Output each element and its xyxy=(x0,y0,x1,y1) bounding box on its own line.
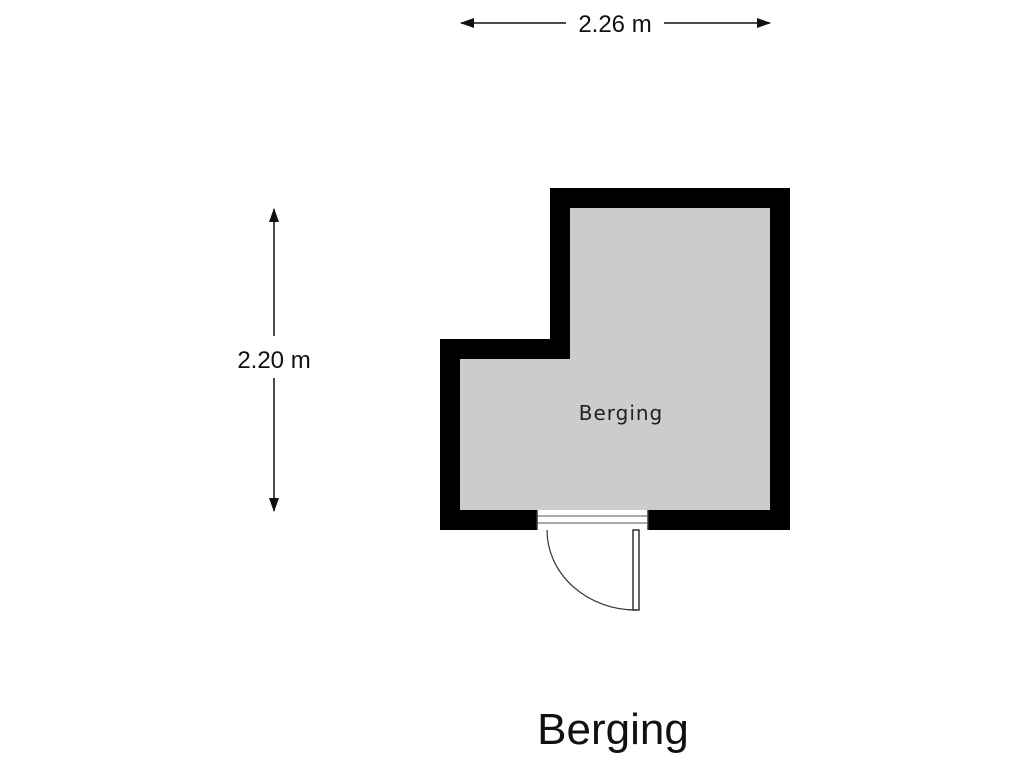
room-label: Berging xyxy=(579,401,664,425)
room-floor xyxy=(460,208,770,510)
width-dimension-label: 2.26 m xyxy=(578,11,651,38)
door-swing-arc xyxy=(546,529,637,611)
width-dimension: 2.26 m xyxy=(460,11,771,38)
door-opening xyxy=(537,510,648,530)
plan-title: Berging xyxy=(537,705,689,754)
height-dimension: 2.20 m xyxy=(237,208,311,512)
door xyxy=(546,529,640,611)
height-dimension-label: 2.20 m xyxy=(237,347,310,374)
door-leaf xyxy=(632,529,640,611)
door-frame xyxy=(536,510,649,530)
